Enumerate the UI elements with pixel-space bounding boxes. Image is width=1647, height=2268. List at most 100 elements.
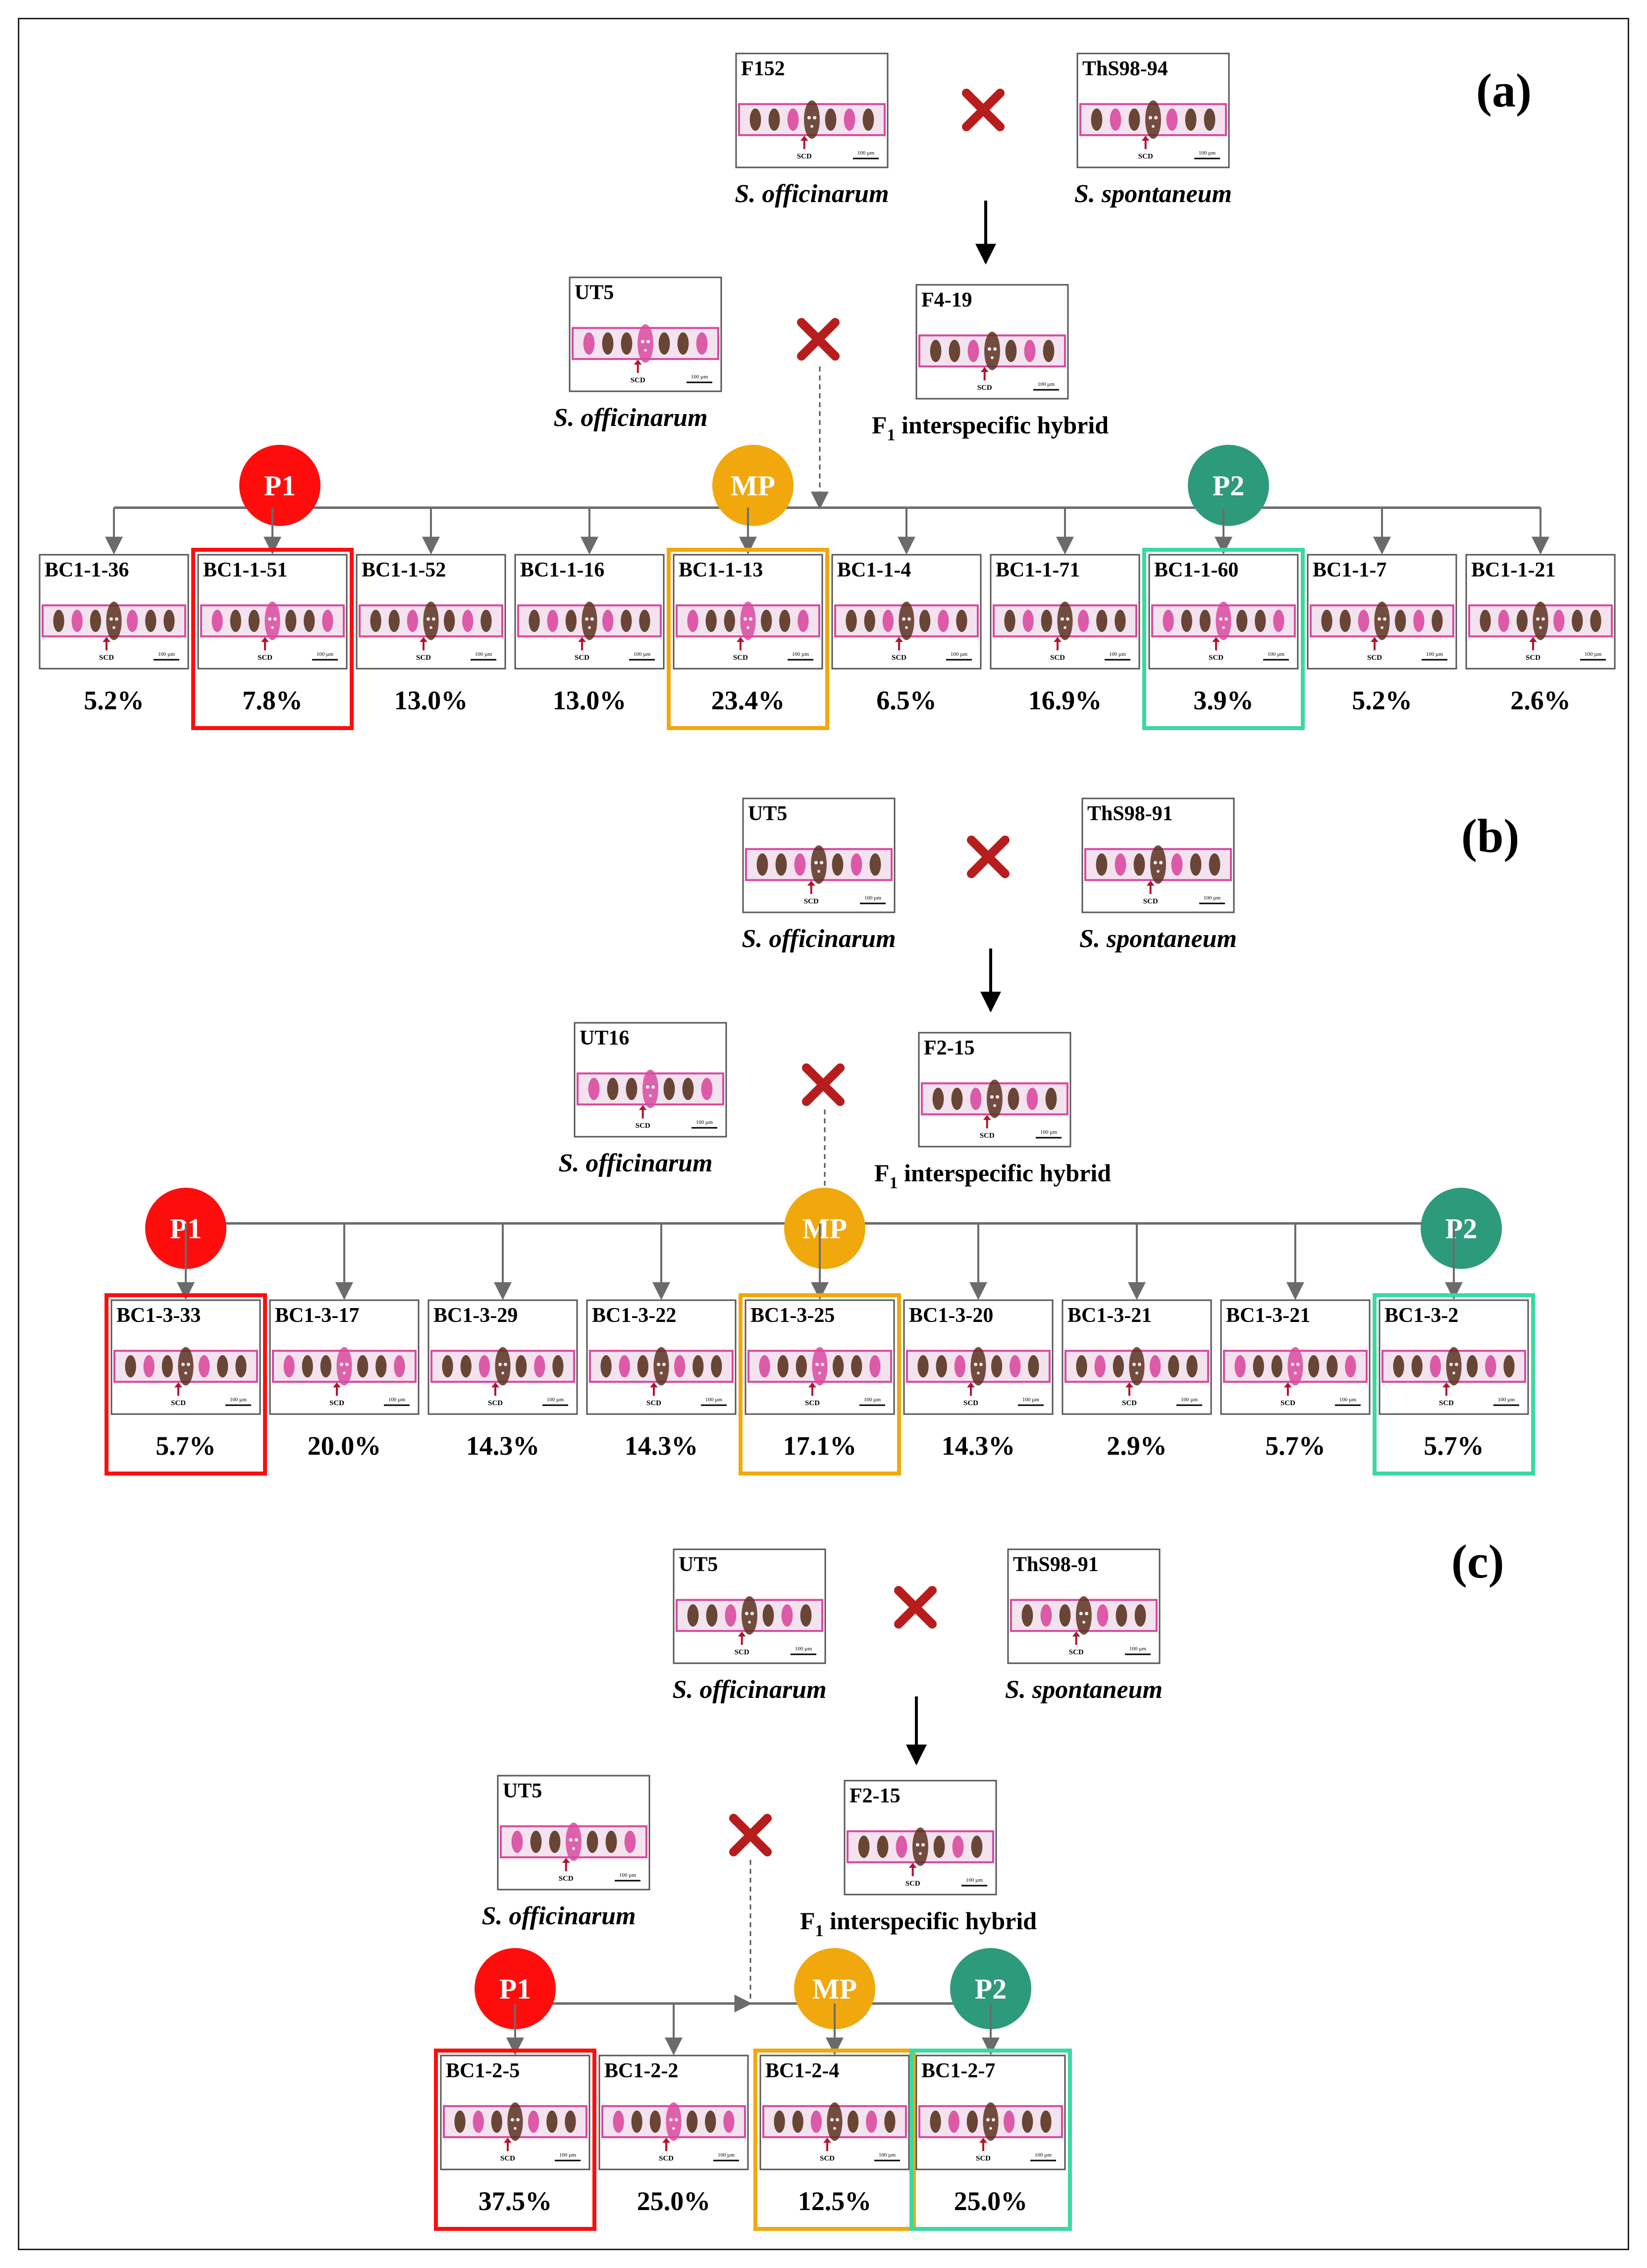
vascular-bundle <box>674 1355 686 1378</box>
xylem-vessel <box>1219 617 1222 621</box>
scd-arrowhead <box>1125 1382 1133 1388</box>
badge-circle <box>950 1948 1031 2029</box>
scd-label: SCD <box>1122 1399 1137 1407</box>
vascular-bundle <box>248 609 260 633</box>
f1-label: F1 interspecific hybrid <box>872 411 1109 444</box>
scd-label: SCD <box>1439 1399 1454 1407</box>
vascular-bundle <box>1076 1596 1092 1635</box>
cross-stroke <box>797 318 840 361</box>
cross-icon <box>894 1586 937 1629</box>
xylem-vessel <box>1157 870 1160 873</box>
vascular-bundle <box>1022 609 1034 633</box>
scd-arrowhead <box>808 1382 816 1388</box>
scd-arrowhead <box>1212 637 1220 642</box>
scd-label: SCD <box>805 1399 820 1407</box>
scd-arrowhead <box>420 637 427 642</box>
vascular-bundle <box>1287 1347 1303 1386</box>
vascular-bundle <box>53 609 64 633</box>
f1-suffix: interspecific hybrid <box>896 411 1109 439</box>
vascular-bundle <box>1216 601 1231 640</box>
card-title: F2-15 <box>924 1037 975 1059</box>
vascular-bundle <box>547 609 558 633</box>
cross-stroke <box>894 1586 937 1629</box>
f1-subscript: 1 <box>890 1174 898 1192</box>
vascular-bundle <box>858 1835 870 1858</box>
xylem-vessel <box>990 1095 994 1099</box>
progeny-name: BC1-2-5 <box>446 2059 520 2082</box>
vascular-bundle <box>810 2110 822 2133</box>
progeny-percentage: 3.9% <box>1193 686 1254 715</box>
species-label: S. spontaneum <box>1079 925 1237 953</box>
vascular-bundle <box>473 2110 484 2133</box>
progeny-percentage: 16.9% <box>1028 686 1102 715</box>
xylem-vessel <box>660 1371 663 1374</box>
vascular-bundle <box>952 1835 964 1858</box>
vascular-bundle <box>407 609 418 633</box>
scd-arrowhead <box>333 1382 341 1388</box>
vascular-bundle <box>370 609 381 633</box>
badge-circle <box>239 445 320 526</box>
vascular-bundle <box>1128 108 1140 131</box>
progeny-name: BC1-3-21 <box>1067 1304 1152 1327</box>
vascular-bundle <box>549 1830 561 1853</box>
vascular-bundle <box>723 2110 735 2133</box>
scd-label: SCD <box>171 1399 186 1407</box>
vascular-bundle <box>983 2102 999 2141</box>
species-label: S. officinarum <box>553 404 707 432</box>
vascular-bundle <box>930 339 942 363</box>
xylem-vessel <box>340 1363 343 1367</box>
scd-label: SCD <box>905 1880 920 1888</box>
vascular-bundle <box>613 2110 624 2133</box>
scd-label: SCD <box>797 153 812 160</box>
badge-circle <box>1421 1188 1502 1269</box>
scd-arrowhead <box>103 637 110 642</box>
xylem-vessel <box>748 1621 751 1624</box>
vascular-bundle <box>1168 1355 1179 1378</box>
vascular-bundle <box>825 108 837 131</box>
vascular-bundle <box>516 1355 527 1378</box>
vascular-bundle <box>1078 609 1089 633</box>
scale-label: 100 µm <box>1129 1646 1147 1652</box>
badge-circle <box>475 1948 556 2029</box>
xylem-vessel <box>669 2118 673 2122</box>
vascular-bundle <box>705 2110 716 2133</box>
vascular-bundle <box>235 1355 247 1378</box>
vascular-bundle <box>1110 108 1121 131</box>
vascular-bundle <box>552 1355 564 1378</box>
cross-icon <box>962 89 1005 131</box>
card-title: UT5 <box>575 281 614 304</box>
scd-label: SCD <box>1209 654 1223 662</box>
vascular-bundle <box>936 1355 947 1378</box>
vascular-bundle <box>1040 2110 1052 2133</box>
xylem-vessel <box>1296 1363 1300 1367</box>
xylem-vessel <box>833 2127 836 2130</box>
vascular-bundle <box>749 108 761 131</box>
panel-tag: (a) <box>1476 64 1532 117</box>
progeny-name: BC1-1-36 <box>45 559 129 581</box>
scd-arrowhead <box>578 637 586 642</box>
scd-label: SCD <box>488 1399 503 1407</box>
scd-label: SCD <box>1367 654 1382 662</box>
vascular-bundle <box>970 1347 986 1386</box>
xylem-vessel <box>1541 617 1545 621</box>
xylem-vessel <box>813 116 817 120</box>
card-title: UT5 <box>503 1780 542 1802</box>
vascular-bundle <box>90 609 102 633</box>
progeny-percentage: 14.3% <box>942 1431 1015 1461</box>
vascular-bundle <box>1255 609 1266 633</box>
xylem-vessel <box>1153 861 1157 865</box>
card-title: F152 <box>741 57 785 80</box>
vascular-bundle <box>811 845 827 884</box>
progeny-name: BC1-2-7 <box>921 2059 995 2082</box>
badge-circle <box>784 1188 865 1269</box>
progeny-percentage: 14.3% <box>625 1431 698 1461</box>
vascular-bundle <box>1553 609 1565 633</box>
vascular-bundle <box>1321 609 1332 633</box>
scd-label: SCD <box>963 1399 978 1407</box>
vascular-bundle <box>682 1077 694 1101</box>
